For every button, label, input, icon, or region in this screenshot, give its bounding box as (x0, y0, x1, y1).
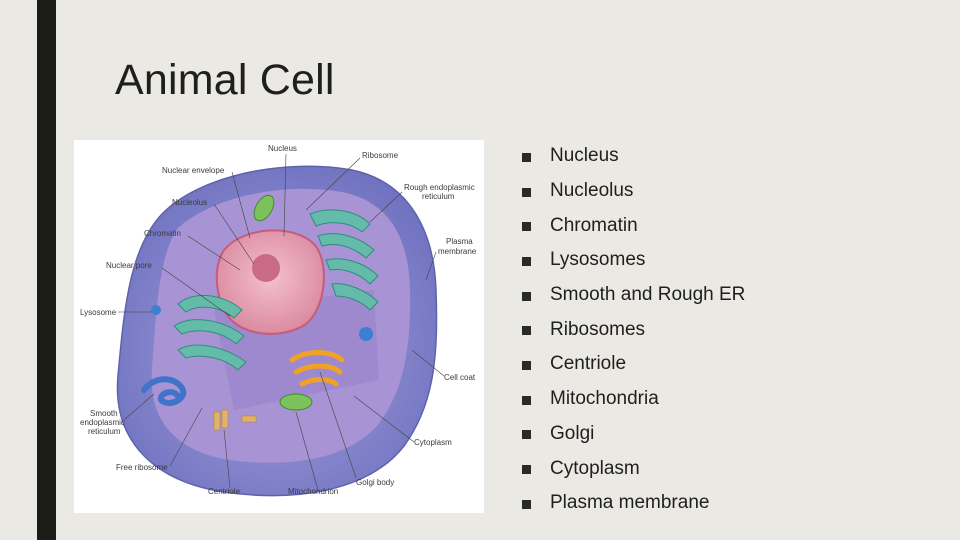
bullet-list: Nucleus Nucleolus Chromatin Lysosomes Sm… (522, 139, 745, 521)
bullet-square-icon (522, 188, 531, 197)
label-chromatin: Chromatin (144, 229, 181, 238)
bullet-square-icon (522, 500, 531, 509)
bullet-square-icon (522, 153, 531, 162)
bullet-square-icon (522, 430, 531, 439)
label-rough-er-1: Rough endoplasmic (404, 183, 475, 192)
bullet-item: Nucleus (522, 139, 745, 174)
slide-title: Animal Cell (115, 56, 335, 105)
label-smooth-er-3: reticulum (88, 427, 121, 436)
bullet-text: Chromatin (550, 215, 638, 237)
bullet-text: Plasma membrane (550, 492, 709, 514)
label-free-ribosome: Free ribosome (116, 463, 168, 472)
label-golgi-body: Golgi body (356, 478, 394, 487)
label-smooth-er-1: Smooth (90, 409, 118, 418)
animal-cell-illustration: Nucleus Ribosome Nuclear envelope Rough … (74, 140, 484, 513)
nucleolus-body (252, 254, 280, 282)
bullet-text: Lysosomes (550, 249, 645, 271)
label-mitochondrion: Mitochondrion (288, 487, 338, 496)
bullet-item: Nucleolus (522, 174, 745, 209)
bullet-square-icon (522, 465, 531, 474)
bullet-square-icon (522, 257, 531, 266)
bullet-text: Smooth and Rough ER (550, 284, 745, 306)
label-cytoplasm: Cytoplasm (414, 438, 452, 447)
bullet-square-icon (522, 222, 531, 231)
bullet-item: Lysosomes (522, 243, 745, 278)
lysosome-shape-1 (151, 305, 161, 315)
bullet-text: Nucleus (550, 145, 619, 167)
label-rough-er-2: reticulum (422, 192, 455, 201)
bullet-item: Smooth and Rough ER (522, 278, 745, 313)
bullet-item: Plasma membrane (522, 486, 745, 521)
label-plasma-membrane-2: membrane (438, 247, 477, 256)
slide-accent-bar (37, 0, 56, 540)
bullet-item: Cytoplasm (522, 451, 745, 486)
bullet-square-icon (522, 326, 531, 335)
label-nuclear-envelope: Nuclear envelope (162, 166, 225, 175)
label-centriole: Centriole (208, 487, 241, 496)
label-nucleolus: Nucleolus (172, 198, 207, 207)
label-plasma-membrane-1: Plasma (446, 237, 473, 246)
bullet-square-icon (522, 361, 531, 370)
bullet-text: Mitochondria (550, 388, 659, 410)
bullet-text: Nucleolus (550, 180, 633, 202)
bullet-text: Golgi (550, 423, 594, 445)
label-nucleus: Nucleus (268, 144, 297, 153)
mitochondrion-shape-2 (280, 394, 312, 410)
label-lysosome: Lysosome (80, 308, 117, 317)
label-smooth-er-2: endoplasmic (80, 418, 125, 427)
bullet-text: Cytoplasm (550, 458, 640, 480)
bullet-text: Ribosomes (550, 319, 645, 341)
label-ribosome: Ribosome (362, 151, 399, 160)
bullet-item: Chromatin (522, 208, 745, 243)
bullet-text: Centriole (550, 353, 626, 375)
label-nuclear-pore: Nuclear pore (106, 261, 152, 270)
bullet-item: Golgi (522, 417, 745, 452)
bullet-item: Mitochondria (522, 382, 745, 417)
label-cell-coat: Cell coat (444, 373, 476, 382)
nucleus-body (217, 230, 324, 334)
bullet-square-icon (522, 396, 531, 405)
bullet-square-icon (522, 292, 531, 301)
bullet-item: Centriole (522, 347, 745, 382)
animal-cell-diagram: Nucleus Ribosome Nuclear envelope Rough … (74, 140, 484, 513)
lysosome-shape-2 (359, 327, 373, 341)
bullet-item: Ribosomes (522, 312, 745, 347)
